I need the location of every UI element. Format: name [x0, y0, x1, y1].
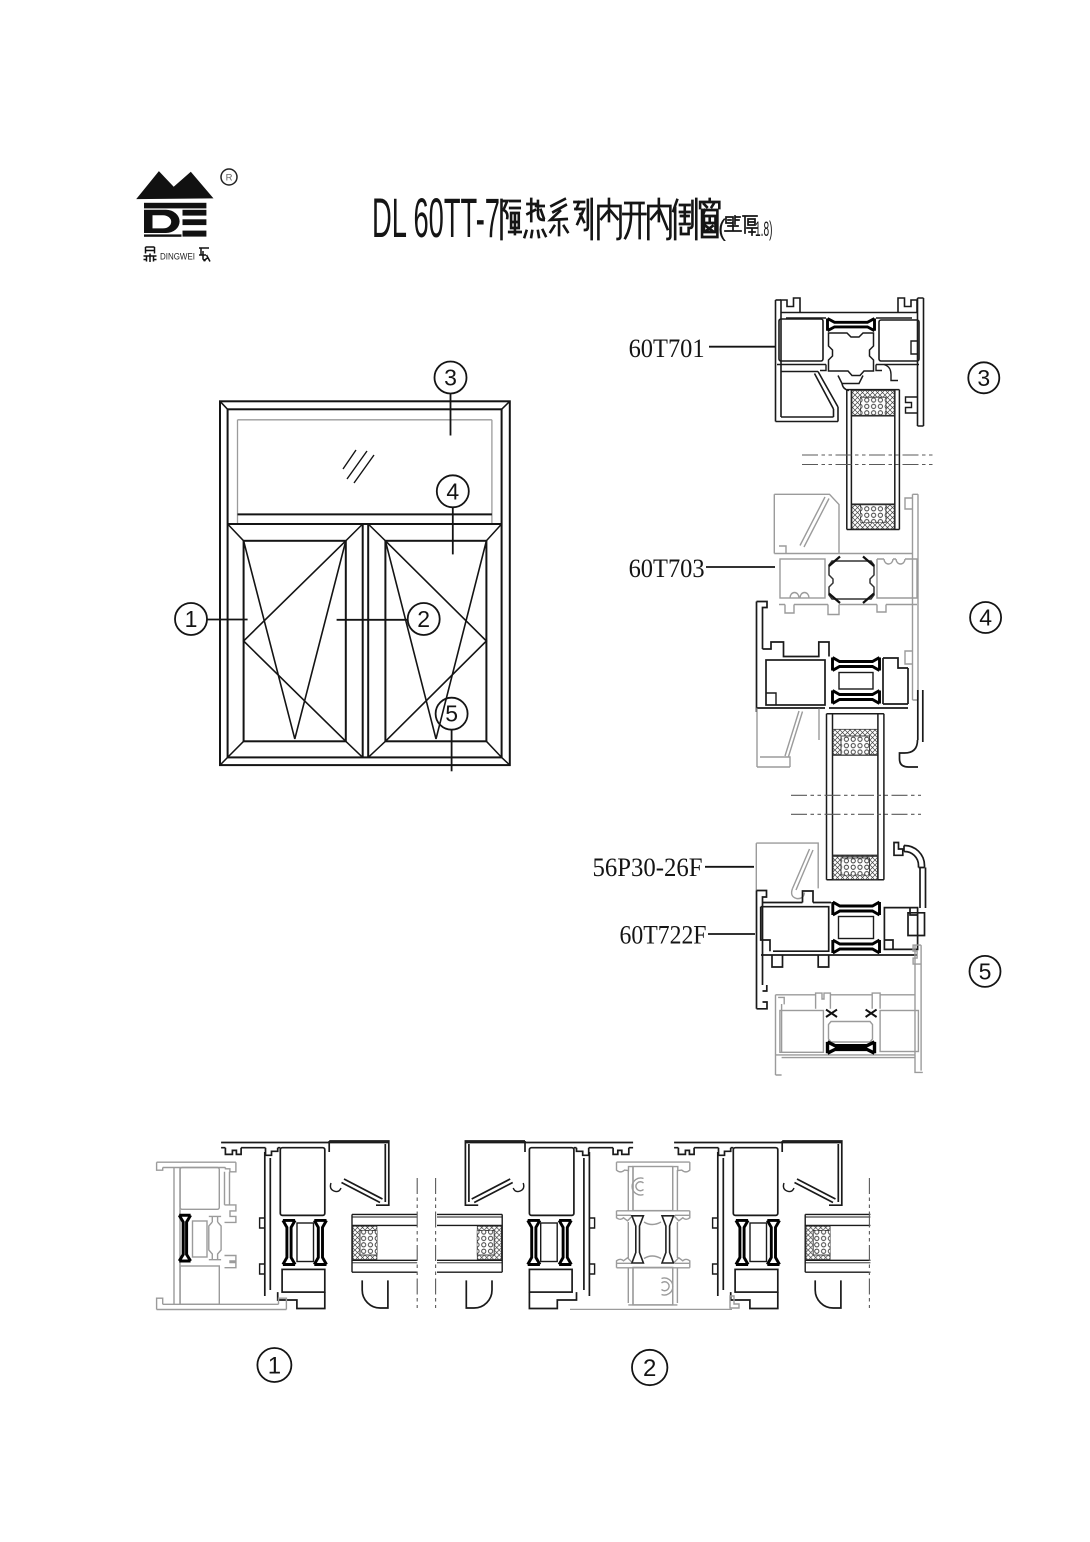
svg-text:2: 2 [643, 1355, 656, 1382]
svg-text:5: 5 [445, 701, 458, 727]
svg-text:4: 4 [979, 605, 992, 631]
svg-text:56P30-26F: 56P30-26F [593, 853, 703, 882]
svg-text:60T722F: 60T722F [620, 921, 707, 950]
svg-text:1: 1 [268, 1353, 281, 1380]
svg-text:(: ( [718, 215, 726, 242]
svg-text:5: 5 [979, 958, 992, 984]
svg-text:1.8): 1.8) [755, 218, 773, 241]
svg-text:3: 3 [977, 365, 990, 391]
svg-text:2: 2 [417, 606, 430, 632]
svg-text:DL 60TT-7: DL 60TT-7 [372, 186, 500, 249]
svg-text:60T701: 60T701 [629, 334, 705, 363]
svg-text:3: 3 [444, 365, 457, 391]
svg-text:DINGWEI: DINGWEI [160, 252, 195, 263]
svg-text:R: R [226, 173, 233, 184]
svg-text:60T703: 60T703 [629, 554, 705, 583]
svg-text:1: 1 [185, 606, 198, 632]
svg-text:4: 4 [446, 478, 459, 504]
